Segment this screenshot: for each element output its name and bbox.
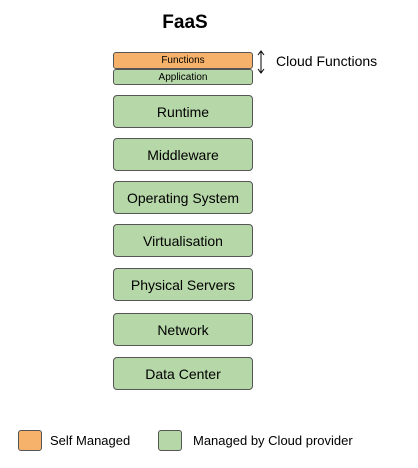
layer-middleware: Middleware bbox=[113, 138, 253, 171]
layer-virtualisation: Virtualisation bbox=[113, 224, 253, 257]
layer-operating-system: Operating System bbox=[113, 181, 253, 214]
double-arrow-icon bbox=[257, 50, 265, 74]
layer-network: Network bbox=[113, 313, 253, 346]
layer-data-center: Data Center bbox=[113, 357, 253, 390]
legend-provider-managed-swatch bbox=[158, 430, 182, 451]
layer-runtime: Runtime bbox=[113, 95, 253, 128]
layer-functions: Functions bbox=[113, 52, 253, 69]
legend-self-managed-label: Self Managed bbox=[50, 433, 131, 448]
legend-provider-managed-label: Managed by Cloud provider bbox=[193, 433, 353, 448]
cloud-functions-label: Cloud Functions bbox=[276, 53, 378, 69]
legend-self-managed-swatch bbox=[18, 430, 42, 451]
layer-physical-servers: Physical Servers bbox=[113, 268, 253, 301]
layer-application: Application bbox=[113, 69, 253, 85]
diagram-title: FaaS bbox=[162, 12, 208, 33]
